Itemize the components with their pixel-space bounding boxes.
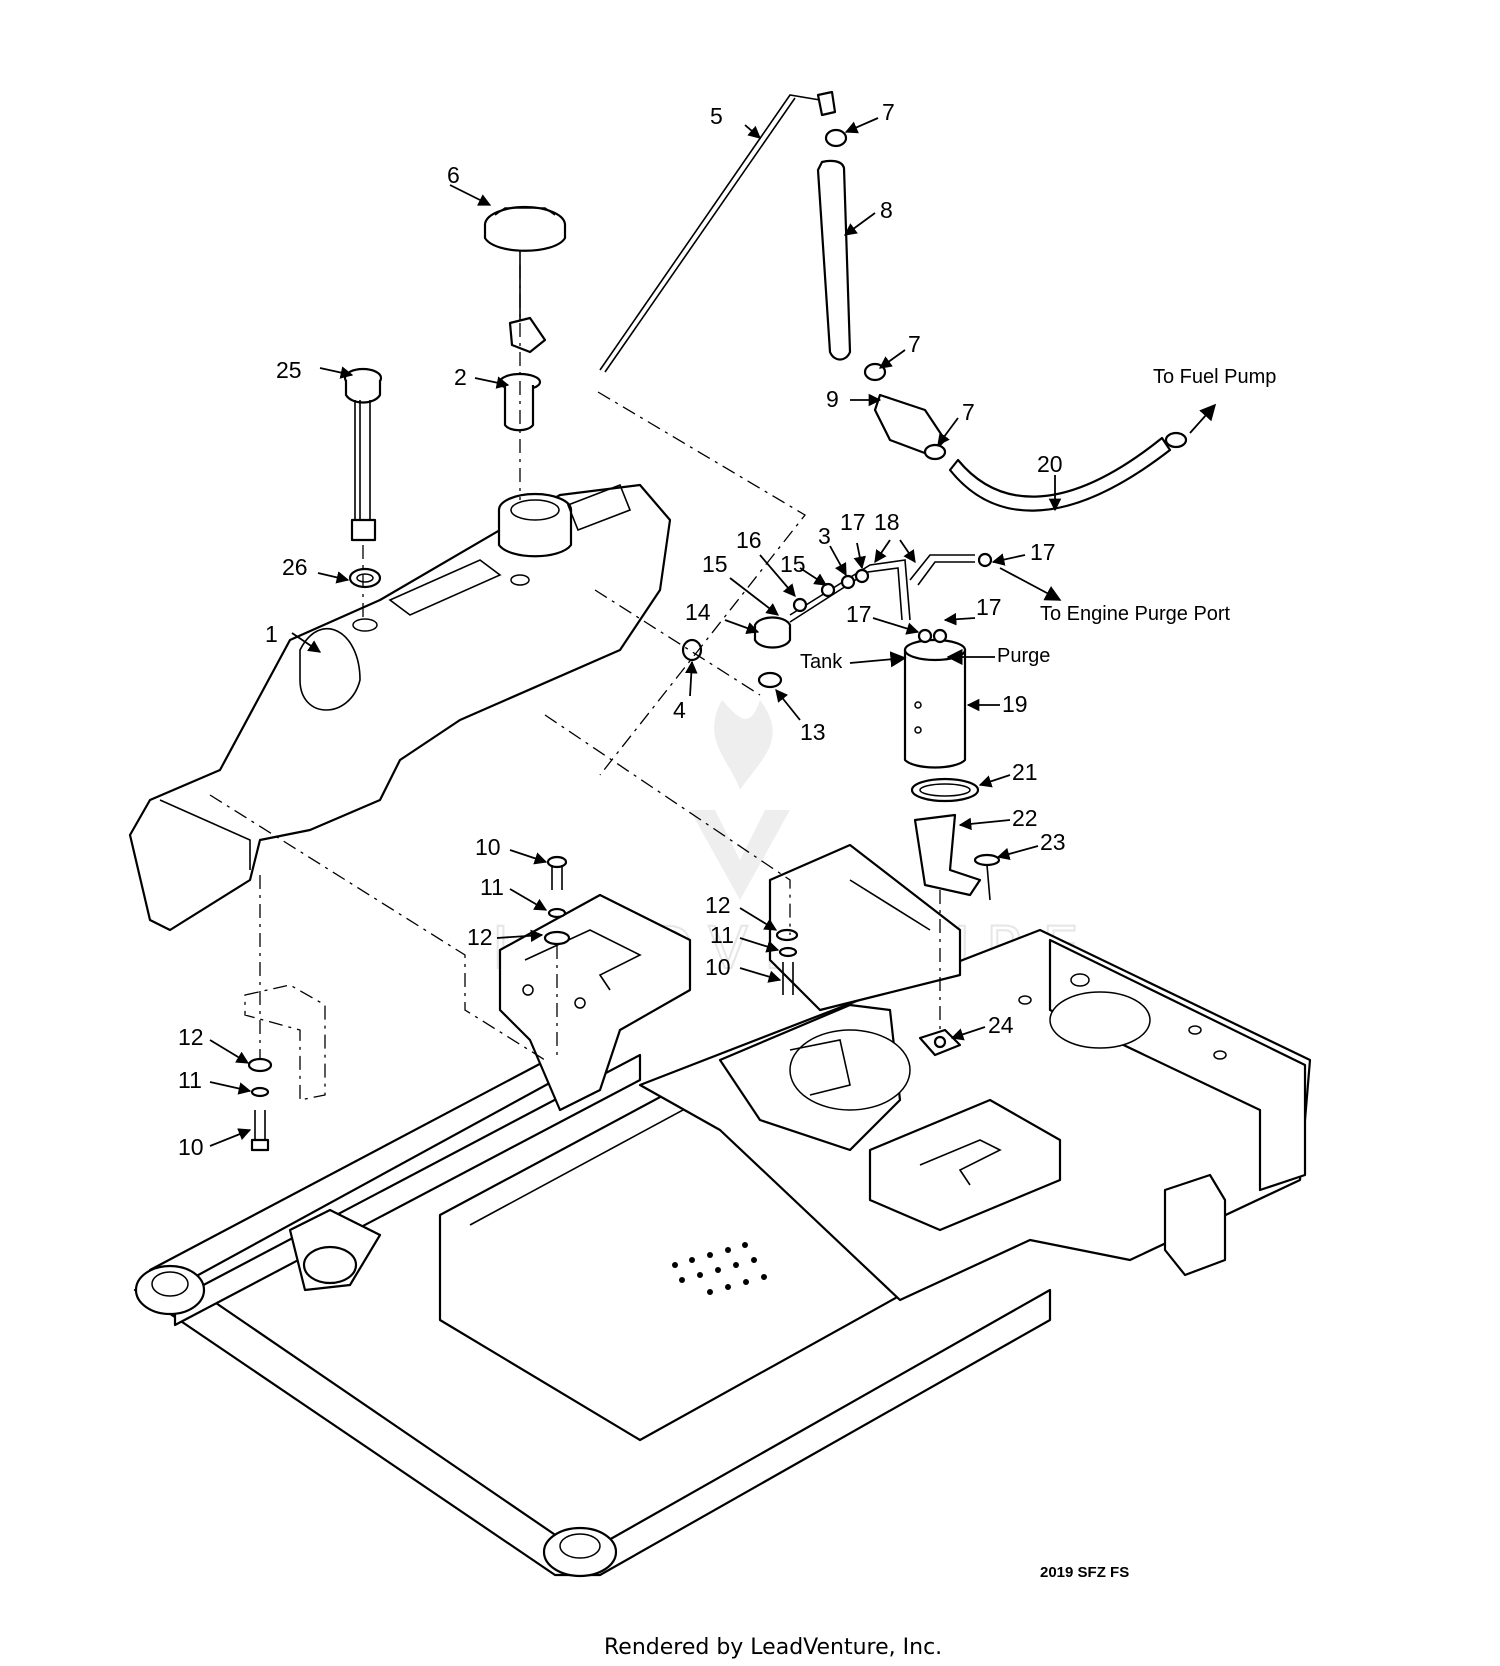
- callout-5: 5: [710, 103, 723, 129]
- canister-bracket: [913, 813, 982, 897]
- callout-17-d: 17: [976, 594, 1002, 620]
- bolt-left: [247, 1057, 273, 1152]
- callout-24: 24: [988, 1012, 1014, 1038]
- nut-plate: [918, 1028, 962, 1057]
- phantom-bracket: [244, 984, 326, 1101]
- mower-frame: [133, 843, 1312, 1578]
- callout-10-left: 10: [178, 1134, 204, 1160]
- callout-25: 25: [276, 357, 302, 383]
- canister-screw: [973, 853, 1001, 901]
- bolt-upper: [543, 855, 571, 946]
- callout-8: 8: [880, 197, 893, 223]
- callout-11-right: 11: [710, 922, 734, 948]
- callout-10-right: 10: [705, 954, 731, 980]
- fuel-tank: [128, 483, 672, 932]
- callout-13: 13: [800, 719, 826, 745]
- callout-4: 4: [673, 697, 686, 723]
- callout-16: 16: [736, 527, 762, 553]
- note-to-fuel-pump: To Fuel Pump: [1153, 366, 1276, 388]
- callout-6: 6: [447, 162, 460, 188]
- leader-lines: [209, 117, 1217, 1147]
- note-purge: Purge: [997, 645, 1050, 667]
- assembly-centerlines: [209, 265, 941, 1061]
- purge-line-assembly: [681, 552, 993, 689]
- note-to-engine-purge-port: To Engine Purge Port: [1040, 603, 1231, 625]
- routing-notes: To Fuel Pump To Engine Purge Port Tank P…: [800, 366, 1276, 673]
- callout-23: 23: [1040, 829, 1066, 855]
- callout-14: 14: [685, 599, 711, 625]
- fuel-sender: [343, 367, 383, 589]
- pan-hole-grid: [672, 1242, 767, 1295]
- vent-rod: [599, 90, 837, 373]
- callout-12-right: 12: [705, 892, 731, 918]
- callout-3: 3: [818, 523, 831, 549]
- callout-15-right: 15: [780, 551, 806, 577]
- callout-12-left: 12: [178, 1024, 204, 1050]
- callout-20: 20: [1037, 451, 1063, 477]
- charcoal-canister: [903, 628, 967, 769]
- callout-12-upper: 12: [467, 924, 493, 950]
- callout-1: 1: [265, 621, 278, 647]
- callout-7-top: 7: [882, 99, 895, 125]
- callout-21: 21: [1012, 759, 1038, 785]
- callout-7-low: 7: [962, 399, 975, 425]
- hose-clamp: [910, 777, 980, 803]
- callout-11-left: 11: [178, 1067, 202, 1093]
- fuel-hose-assembly: [816, 128, 1188, 512]
- callout-15-left: 15: [702, 551, 728, 577]
- callout-18: 18: [874, 509, 900, 535]
- callout-19: 19: [1002, 691, 1028, 717]
- callout-numbers: 5 7 6 8 25 2 7 9 7 20 26 1 16 15 15 3 17…: [178, 99, 1066, 1160]
- footer-credit: Rendered by LeadVenture, Inc.: [604, 1635, 942, 1660]
- callout-26: 26: [282, 554, 308, 580]
- callout-9: 9: [826, 386, 839, 412]
- diagram-code: 2019 SFZ FS: [1040, 1564, 1129, 1581]
- callout-22: 22: [1012, 805, 1038, 831]
- callout-10-upper: 10: [475, 834, 501, 860]
- callout-2: 2: [454, 364, 467, 390]
- callout-17-c: 17: [846, 601, 872, 627]
- callout-7-mid: 7: [908, 331, 921, 357]
- bolt-right: [775, 928, 799, 995]
- callout-11-upper: 11: [480, 874, 504, 900]
- callout-17-b: 17: [1030, 539, 1056, 565]
- callout-17-a: 17: [840, 509, 866, 535]
- fuel-cap: [483, 205, 567, 354]
- note-tank: Tank: [800, 651, 843, 673]
